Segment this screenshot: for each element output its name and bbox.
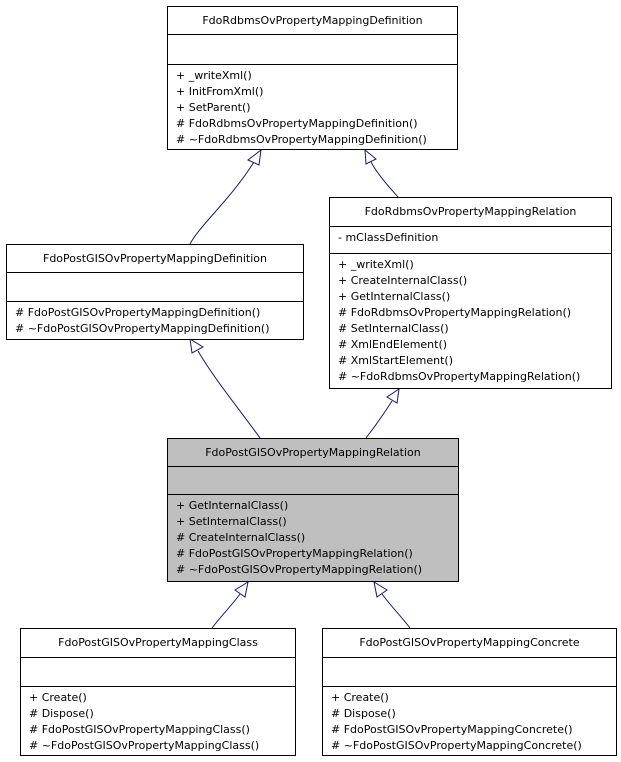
edge-pgdef-to-base: [189, 161, 255, 245]
attributes-section: [323, 658, 616, 687]
method: # XmlEndElement(): [338, 338, 448, 351]
methods-section: + Create() # Dispose() # FdoPostGISOvPro…: [21, 687, 295, 754]
method: # FdoPostGISOvPropertyMappingDefinition(…: [15, 306, 261, 319]
method: + _writeXml(): [338, 258, 414, 271]
method: # ~FdoRdbmsOvPropertyMappingDefinition(): [176, 133, 427, 146]
edge-pgrel-to-pgdef: [197, 350, 261, 439]
arrowhead-pgrel-right: [373, 580, 388, 598]
attributes-section: [21, 658, 295, 687]
method: + GetInternalClass(): [176, 499, 289, 512]
method: # ~FdoPostGISOvPropertyMappingRelation(): [176, 563, 423, 576]
attributes-section: [7, 273, 303, 302]
method: + Create(): [29, 691, 87, 704]
method: # ~FdoPostGISOvPropertyMappingConcrete(): [331, 739, 582, 752]
method: + SetInternalClass(): [176, 515, 287, 528]
method: + _writeXml(): [176, 69, 252, 82]
class-box-fdordbms-property-mapping-relation: FdoRdbmsOvPropertyMappingRelation - mCla…: [329, 197, 612, 389]
class-name: FdoPostGISOvPropertyMappingRelation: [168, 439, 458, 467]
edge-pgclass-to-pgrel: [211, 593, 241, 629]
method: # Dispose(): [331, 707, 396, 720]
attributes-section: [168, 35, 457, 65]
method: # Dispose(): [29, 707, 94, 720]
class-box-fdopostgis-property-mapping-concrete: FdoPostGISOvPropertyMappingConcrete + Cr…: [322, 628, 617, 756]
method: # SetInternalClass(): [338, 322, 449, 335]
class-box-fdordbms-property-mapping-definition: FdoRdbmsOvPropertyMappingDefinition + _w…: [167, 6, 458, 150]
class-name: FdoPostGISOvPropertyMappingDefinition: [7, 245, 303, 273]
methods-section: + Create() # Dispose() # FdoPostGISOvPro…: [323, 687, 616, 754]
methods-section: + _writeXml() + CreateInternalClass() + …: [330, 254, 611, 385]
class-box-fdopostgis-property-mapping-class: FdoPostGISOvPropertyMappingClass + Creat…: [20, 628, 296, 756]
method: # XmlStartElement(): [338, 354, 454, 367]
method: + Create(): [331, 691, 389, 704]
attribute: - mClassDefinition: [338, 231, 439, 244]
method: # ~FdoPostGISOvPropertyMappingClass(): [29, 739, 260, 752]
arrowhead-pgdef: [189, 338, 204, 354]
arrowhead-pgrel-left: [234, 580, 249, 598]
method: + SetParent(): [176, 101, 251, 114]
class-name: FdoPostGISOvPropertyMappingClass: [21, 629, 295, 658]
class-name: FdoPostGISOvPropertyMappingConcrete: [323, 629, 616, 658]
methods-section: + GetInternalClass() + SetInternalClass(…: [168, 495, 458, 578]
method: # FdoRdbmsOvPropertyMappingRelation(): [338, 306, 572, 319]
methods-section: # FdoPostGISOvPropertyMappingDefinition(…: [7, 302, 303, 337]
method: # ~FdoRdbmsOvPropertyMappingRelation(): [338, 370, 581, 383]
class-box-fdopostgis-property-mapping-relation: FdoPostGISOvPropertyMappingRelation + Ge…: [167, 438, 459, 582]
method: + CreateInternalClass(): [338, 274, 468, 287]
method: # FdoPostGISOvPropertyMappingClass(): [29, 723, 250, 736]
arrowhead-base-right: [364, 148, 377, 165]
class-box-fdopostgis-property-mapping-definition: FdoPostGISOvPropertyMappingDefinition # …: [6, 244, 304, 340]
method: + GetInternalClass(): [338, 290, 451, 303]
arrowhead-rdbmsrel: [386, 387, 400, 404]
arrowhead-base-left: [247, 148, 262, 166]
edge-pgrel-to-rdbmsrel: [365, 400, 393, 439]
edge-rdbmsrel-to-base: [370, 161, 399, 198]
method: # FdoRdbmsOvPropertyMappingDefinition(): [176, 117, 418, 130]
method: # FdoPostGISOvPropertyMappingRelation(): [176, 547, 413, 560]
method: # ~FdoPostGISOvPropertyMappingDefinition…: [15, 322, 270, 335]
attributes-section: [168, 467, 458, 495]
method: + InitFromXml(): [176, 85, 264, 98]
methods-section: + _writeXml() + InitFromXml() + SetParen…: [168, 65, 457, 148]
attributes-section: - mClassDefinition: [330, 227, 611, 254]
class-name: FdoRdbmsOvPropertyMappingRelation: [330, 198, 611, 227]
method: # CreateInternalClass(): [176, 531, 306, 544]
method: # FdoPostGISOvPropertyMappingConcrete(): [331, 723, 573, 736]
edge-pgconcrete-to-pgrel: [381, 593, 411, 629]
class-name: FdoRdbmsOvPropertyMappingDefinition: [168, 7, 457, 35]
